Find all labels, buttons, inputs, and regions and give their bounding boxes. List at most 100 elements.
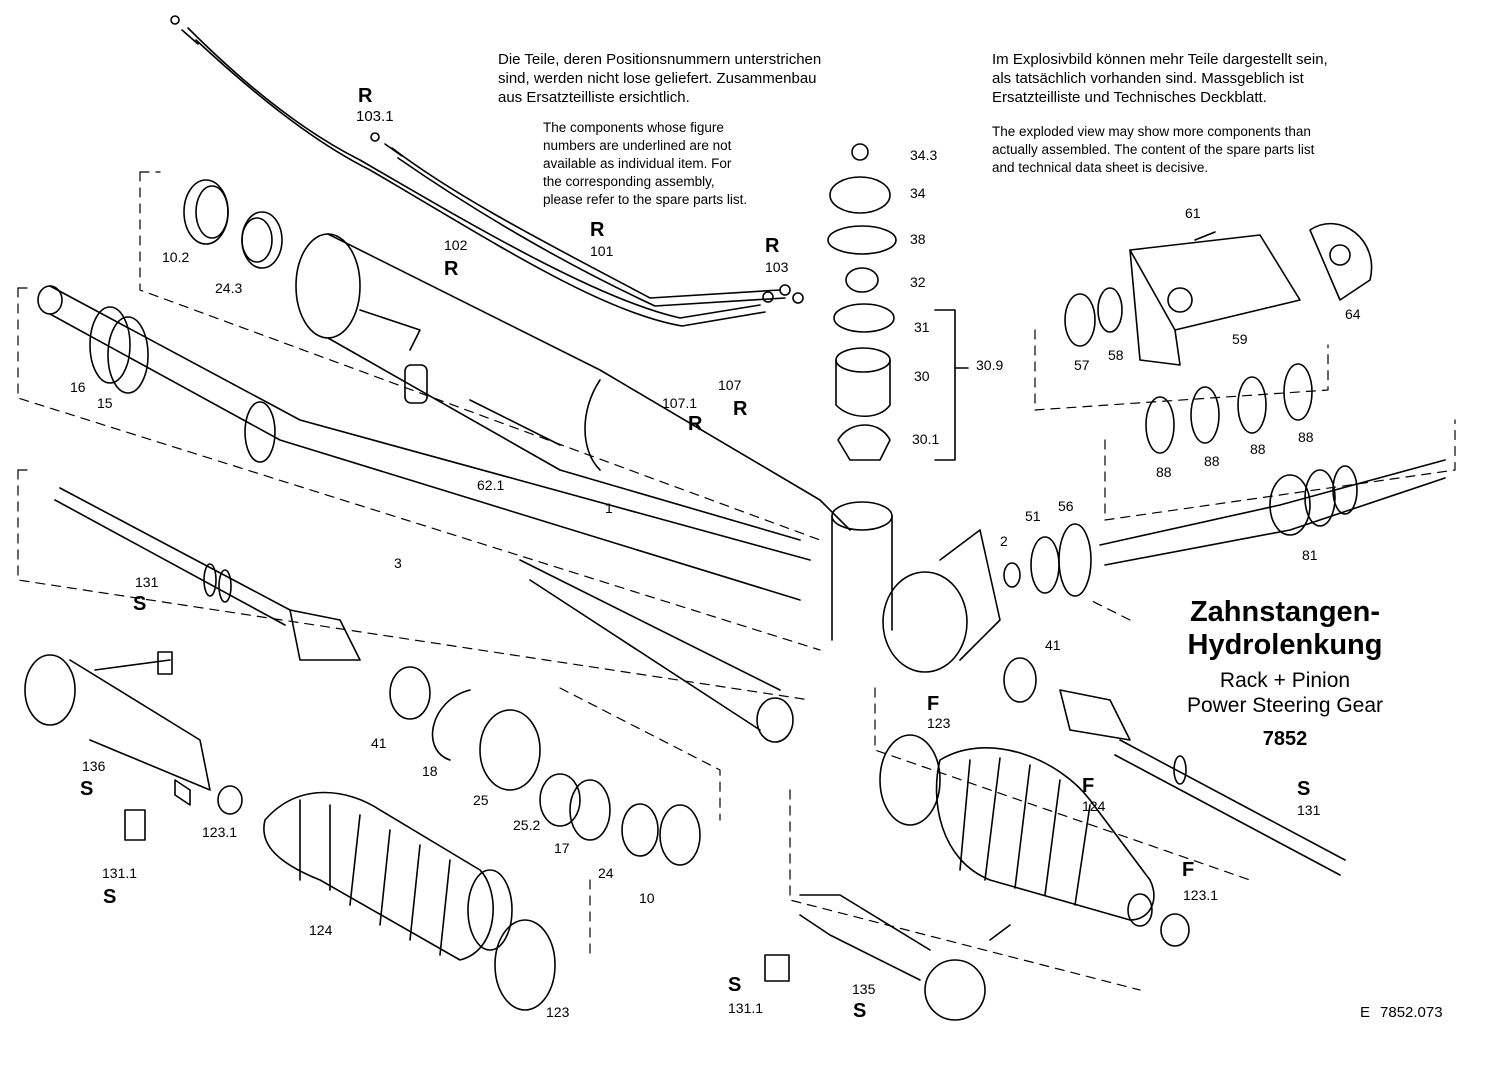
part-number-label: 123.1 <box>1183 887 1218 903</box>
part-number-label: 64 <box>1345 306 1361 322</box>
part-number-label: 30.9 <box>976 357 1003 373</box>
part-number-label: 38 <box>910 231 926 247</box>
rack-bar <box>519 559 794 743</box>
note-line: please refer to the spare parts list. <box>543 192 748 207</box>
note-line: actually assembled. The content of the s… <box>992 142 1315 157</box>
part-number-label: 107 <box>718 377 742 393</box>
part-number-label: 30 <box>914 368 930 384</box>
assembly-group-letter: F <box>1082 775 1094 797</box>
part-number-label: 123.1 <box>202 824 237 840</box>
part-number-label: 32 <box>910 274 926 290</box>
part-number-label: 103.1 <box>356 108 394 125</box>
part-number-label: 88 <box>1298 429 1314 445</box>
note-line: numbers are underlined are not <box>543 138 732 153</box>
part-number-label: 10.2 <box>162 249 189 265</box>
note-line: als tatsächlich vorhanden sind. Massgebl… <box>992 70 1304 87</box>
part-number-label: 31 <box>914 319 930 335</box>
assembly-group-letter: F <box>1182 859 1194 881</box>
pinion-housing <box>831 501 1001 673</box>
part-number-label: 16 <box>70 379 86 395</box>
part-number-label: 56 <box>1058 498 1074 514</box>
assembly-group-letter: S <box>133 593 146 615</box>
note-line: the corresponding assembly, <box>543 174 715 189</box>
note-line: sind, werden nicht lose geliefert. Zusam… <box>498 70 817 87</box>
part-number-label: 10 <box>639 890 655 906</box>
note-line: The components whose figure <box>543 120 724 135</box>
note-line: Im Explosivbild können mehr Teile darges… <box>992 51 1328 68</box>
part-number-label: 17 <box>554 840 570 856</box>
assembly-group-letter: R <box>590 219 605 241</box>
part-number-label: 88 <box>1204 453 1220 469</box>
part-number-label: 18 <box>422 763 438 779</box>
part-number-label: 15 <box>97 395 113 411</box>
model-number: 7852 <box>1262 728 1308 750</box>
inner-tie-rod-left <box>54 487 361 661</box>
note-german-right: Im Explosivbild können mehr Teile darges… <box>992 50 1328 107</box>
note-line: and technical data sheet is decisive. <box>992 160 1209 175</box>
title-english-line2: Power Steering Gear <box>1186 694 1384 717</box>
part-number-label: 136 <box>82 758 106 774</box>
part-number-label: 131.1 <box>728 1000 763 1016</box>
part-number-label: 103 <box>765 259 789 275</box>
valve-housing <box>1129 222 1373 366</box>
part-number-label: 41 <box>371 735 387 751</box>
assembly-group-letter: F <box>927 693 939 715</box>
part-number-label: 101 <box>590 243 614 259</box>
part-number-label: 135 <box>852 981 876 997</box>
part-number-label: 58 <box>1108 347 1124 363</box>
assembly-group-letter: R <box>688 413 703 435</box>
part-number-label: 88 <box>1250 441 1266 457</box>
rack-tube <box>37 285 811 601</box>
part-number-label: 131 <box>1297 802 1321 818</box>
hydraulic-lines <box>170 15 804 327</box>
part-number-label: 30.1 <box>912 431 939 447</box>
diagram-title-block: Zahnstangen- Hydrolenkung Rack + Pinion … <box>1150 596 1420 751</box>
part-number-label: 1 <box>605 500 613 516</box>
part-number-label: 107.1 <box>662 395 697 411</box>
part-number-label: 131 <box>135 574 159 590</box>
part-number-label: 57 <box>1074 357 1090 373</box>
bellows-right <box>879 734 1190 947</box>
assembly-group-letter: S <box>853 1000 866 1022</box>
note-english-left: The components whose figure numbers are … <box>543 119 747 209</box>
part-number-label: 102 <box>444 237 468 253</box>
doc-ref-prefix: E <box>1360 1004 1371 1021</box>
clamp-123-1-left <box>217 785 243 815</box>
part-number-label: 51 <box>1025 508 1041 524</box>
tie-rod-end-right <box>764 894 1011 1021</box>
part-number-label: 124 <box>309 922 333 938</box>
note-german-left: Die Teile, deren Positionsnummern unters… <box>498 50 821 107</box>
note-line: Die Teile, deren Positionsnummern unters… <box>498 51 822 68</box>
title-german-line1: Zahnstangen- <box>1189 596 1381 628</box>
note-line: Ersatzteilliste und Technisches Deckblat… <box>992 89 1267 106</box>
note-english-right: The exploded view may show more componen… <box>992 123 1314 177</box>
part-number-label: 59 <box>1232 331 1248 347</box>
part-number-label: 123 <box>927 715 951 731</box>
part-number-label: 24 <box>598 865 614 881</box>
rack-housing <box>295 233 851 541</box>
part-number-label: 41 <box>1045 637 1061 653</box>
assembly-group-letter: R <box>733 398 748 420</box>
part-number-label: 81 <box>1302 547 1318 563</box>
note-line: aus Ersatzteilliste ersichtlich. <box>498 89 690 106</box>
part-number-label: 24.3 <box>215 280 242 296</box>
note-line: available as individual item. For <box>543 156 732 171</box>
assembly-group-letter: S <box>80 778 93 800</box>
part-number-labels: 103.1R10.224.3102R101R103R107R107.1R1615… <box>70 85 1361 1022</box>
part-number-label: 25 <box>473 792 489 808</box>
title-english-line1: Rack + Pinion <box>1219 669 1351 692</box>
part-number-label: 2 <box>1000 533 1008 549</box>
part-number-label: 131.1 <box>102 865 137 881</box>
part-number-label: 123 <box>546 1004 570 1020</box>
bellows-left <box>263 791 513 961</box>
inner-tie-rod-right <box>1059 689 1346 876</box>
part-number-label: 34 <box>910 185 926 201</box>
part-number-label: 124 <box>1082 798 1106 814</box>
note-line: The exploded view may show more componen… <box>992 124 1311 139</box>
pinion-shaft <box>1099 459 1446 566</box>
assembly-group-letter: R <box>444 258 459 280</box>
clamp-123-left <box>494 919 556 1011</box>
assembly-group-letter: S <box>1297 778 1310 800</box>
